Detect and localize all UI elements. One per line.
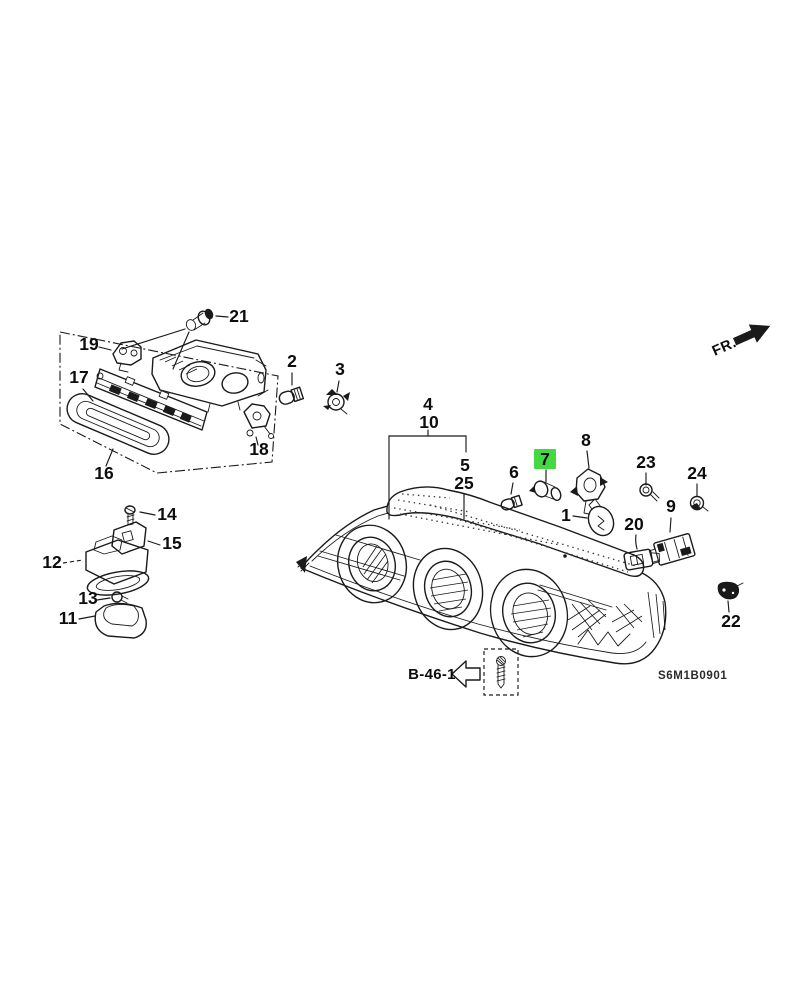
leader-bracket-4-10 (388, 429, 467, 520)
diagram-code: S6M1B0901 (658, 670, 727, 682)
part-label-5[interactable]: 5 (460, 455, 470, 475)
part-label-12[interactable]: 12 (42, 552, 62, 572)
part-drawing-grommet-22 (717, 581, 744, 600)
part-drawing-socket-3 (323, 389, 350, 415)
part-label-9[interactable]: 9 (666, 496, 676, 516)
part-drawing-bulb-2 (278, 386, 305, 405)
part-label-25[interactable]: 25 (454, 473, 474, 493)
part-drawing-lens (66, 393, 170, 455)
cross-reference (451, 648, 519, 696)
screw-icon (496, 656, 506, 689)
part-drawing-bolt-23 (639, 483, 660, 502)
front-arrow-icon (732, 324, 771, 346)
part-label-23[interactable]: 23 (636, 452, 656, 472)
part-label-11[interactable]: 11 (59, 608, 78, 628)
part-drawing-bracket-19 (98, 340, 142, 373)
lamp-ring-3 (489, 568, 569, 658)
lamp-ring-2 (412, 547, 484, 631)
part-label-17[interactable]: 17 (69, 367, 88, 387)
taillight-unit-drawing (296, 429, 667, 665)
part-drawing-socket-21 (121, 308, 229, 370)
part-label-16[interactable]: 16 (94, 463, 114, 483)
part-label-20[interactable]: 20 (624, 514, 644, 534)
part-label-6[interactable]: 6 (509, 462, 519, 482)
group-boundary-box (59, 331, 279, 474)
part-label-24[interactable]: 24 (687, 463, 707, 483)
part-drawing-screw-14 (124, 505, 156, 526)
part-drawing-bracket-15 (111, 521, 161, 555)
part-label-22[interactable]: 22 (721, 611, 741, 631)
part-drawing-bulb-holder-20 (623, 548, 661, 571)
part-drawing-connector-9 (648, 533, 696, 566)
high-mount-lamp-group (59, 308, 279, 474)
cross-reference-label[interactable]: B-46-1 (408, 666, 456, 683)
part-label-14[interactable]: 14 (157, 504, 177, 524)
part-label-10[interactable]: 10 (419, 412, 439, 432)
part-label-7[interactable]: 7 (540, 449, 550, 469)
part-label-8[interactable]: 8 (581, 430, 591, 450)
part-drawing-nut-24 (689, 495, 709, 512)
gasket-drawing (386, 486, 645, 578)
part-label-4[interactable]: 4 (423, 394, 433, 414)
part-drawing-clip-18 (243, 403, 274, 446)
part-drawing-bulb-1 (587, 498, 615, 537)
license-lamp-group (62, 505, 161, 639)
part-label-13[interactable]: 13 (78, 588, 98, 608)
part-label-21[interactable]: 21 (229, 306, 249, 326)
part-labels: 1 2 3 4 5 6 7 8 9 10 11 12 13 14 15 16 1… (42, 306, 741, 631)
part-drawing-housing (151, 339, 269, 413)
part-drawing-housing-12 (62, 535, 150, 596)
part-drawing-lens-11 (78, 602, 147, 639)
part-drawing-bulb-6 (500, 494, 523, 511)
part-label-3[interactable]: 3 (335, 359, 345, 379)
cross-reference-fastener-box (483, 648, 519, 696)
part-label-18[interactable]: 18 (249, 439, 269, 459)
part-drawing-bulb-13 (96, 591, 129, 604)
part-drawing-lamp-unit (94, 368, 208, 431)
front-direction-indicator: FR. (710, 324, 771, 360)
highlighted-part-marker (534, 449, 556, 469)
part-label-2[interactable]: 2 (287, 351, 297, 371)
part-label-1[interactable]: 1 (561, 505, 571, 525)
cross-reference-arrow-icon (451, 660, 481, 688)
part-label-15[interactable]: 15 (162, 533, 182, 553)
part-label-19[interactable]: 19 (79, 334, 99, 354)
part-drawing-socket-7 (529, 480, 562, 501)
